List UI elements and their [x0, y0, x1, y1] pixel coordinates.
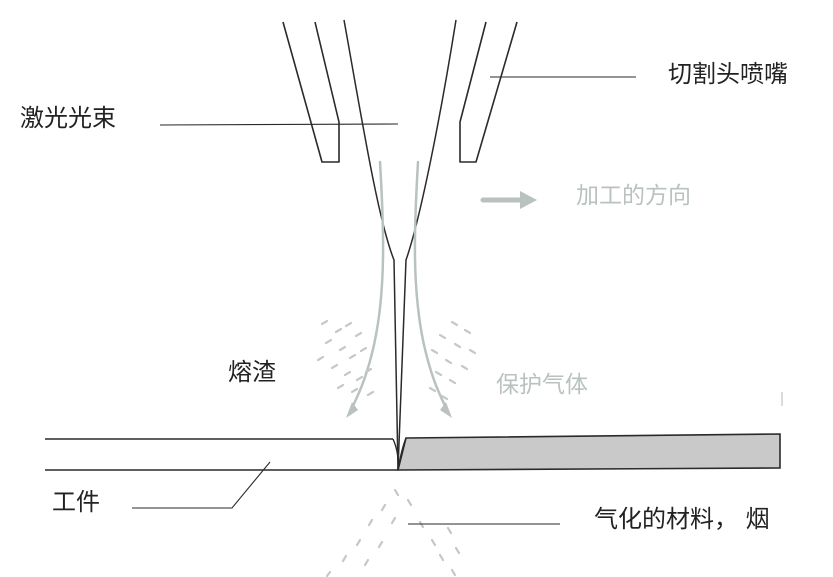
laser-beam-lines: [343, 19, 457, 471]
label-cutting-direction: 加工的方向: [576, 183, 691, 209]
shield-gas-arrowheads: [346, 402, 452, 418]
workpiece-cut-section: [396, 433, 781, 471]
vapor-particles: [325, 488, 461, 577]
leader-laser-beam: [159, 123, 399, 126]
nozzle-right-wall: [459, 21, 518, 163]
nozzle-left-wall: [282, 21, 340, 163]
leader-lines: [132, 76, 636, 525]
leader-workpiece: [132, 461, 271, 509]
cutting-direction-arrow: [480, 191, 537, 209]
label-laser-beam: 激光光束: [20, 104, 116, 132]
label-workpiece: 工件: [52, 488, 100, 516]
label-vaporized-material: 气化的材料， 烟: [594, 505, 770, 533]
label-nozzle: 切割头喷嘴: [668, 60, 788, 88]
shield-gas-flow: [350, 160, 448, 410]
label-shield-gas: 保护气体: [496, 372, 588, 398]
workpiece: [45, 433, 781, 471]
label-slag: 熔渣: [228, 358, 276, 386]
slag-particles: [316, 319, 477, 401]
